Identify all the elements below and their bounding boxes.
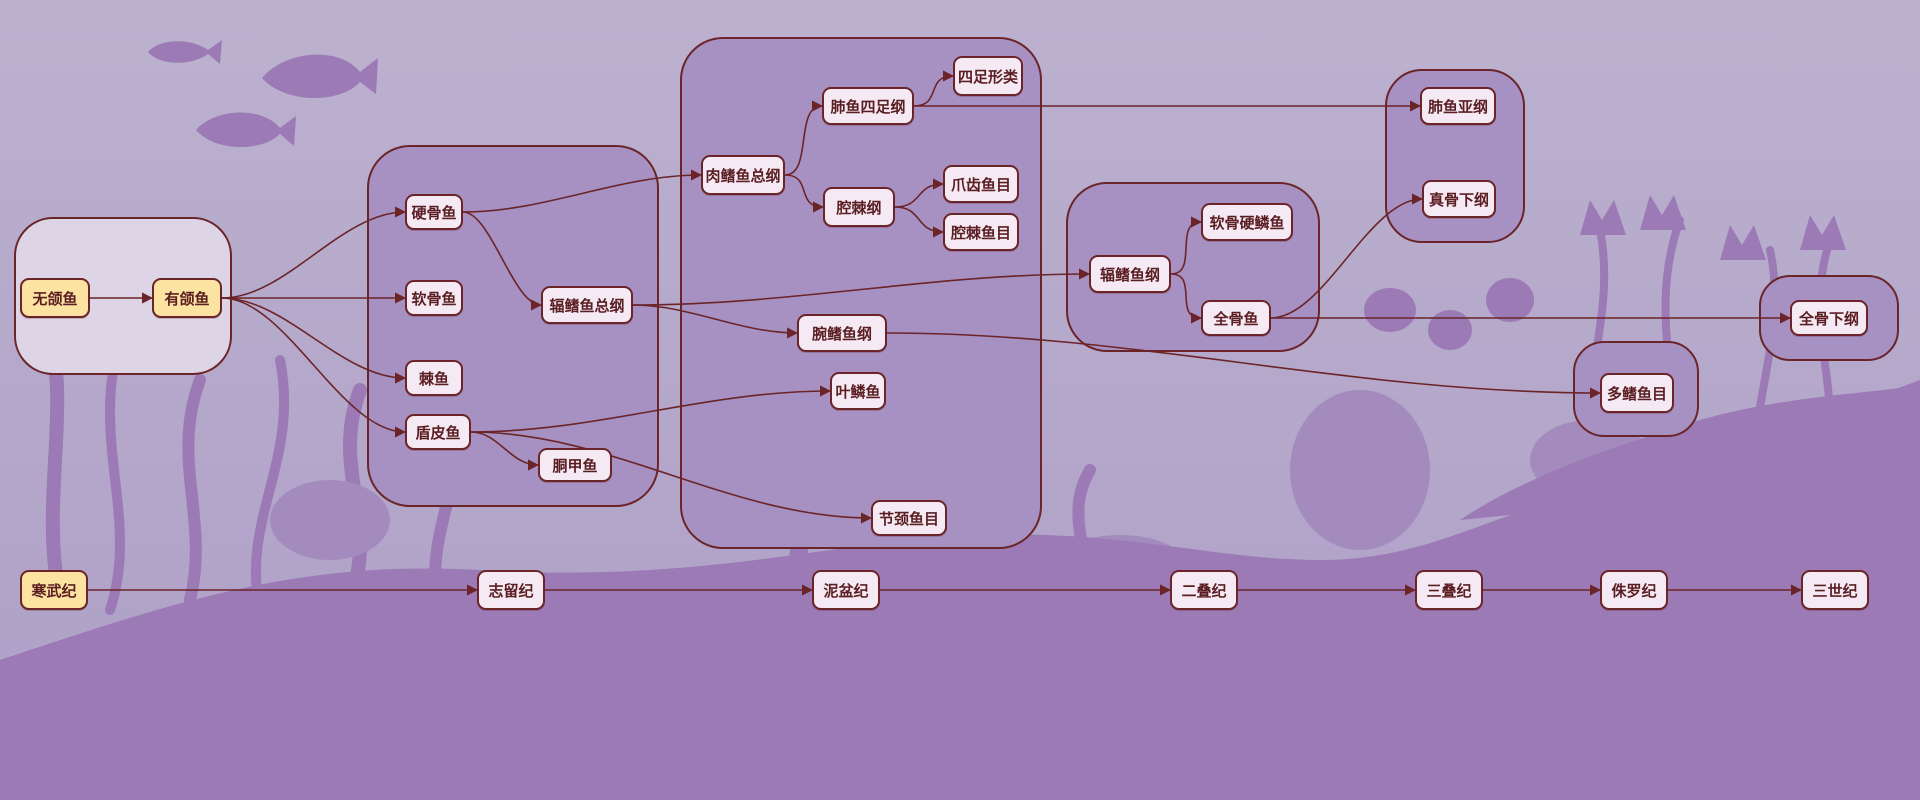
group-jawless-jawed (14, 217, 232, 375)
fish-icon (148, 40, 378, 148)
taxon-node-ruangu_yinglin: 软骨硬鳞鱼 (1201, 203, 1293, 241)
edge-youhe-to-dunpi (221, 297, 407, 438)
edge-youhe-to-yinggu (221, 206, 407, 299)
edge-qiangji_gang-to-zhuachi (894, 178, 945, 208)
taxon-node-yinggu: 硬骨鱼 (405, 194, 463, 230)
taxon-node-zhuachi: 爪齿鱼目 (943, 165, 1019, 203)
taxon-node-quangu_xia: 全骨下纲 (1790, 300, 1868, 336)
taxon-node-rouqi: 肉鳍鱼总纲 (701, 155, 785, 195)
taxon-node-ruangu: 软骨鱼 (405, 280, 463, 316)
taxon-node-youhe: 有颌鱼 (152, 278, 222, 318)
taxon-node-quangu: 全骨鱼 (1201, 300, 1271, 336)
taxon-node-zhengu: 真骨下纲 (1422, 180, 1496, 218)
taxon-node-duoqi: 多鳍鱼目 (1600, 373, 1674, 413)
period-node-sanshi: 三世纪 (1801, 570, 1869, 610)
taxon-node-tiaoqi_gang: 辐鳍鱼纲 (1089, 255, 1171, 293)
period-node-zhiliu: 志留纪 (477, 570, 545, 610)
period-node-sandie: 三叠纪 (1415, 570, 1483, 610)
edge-yinggu-to-tiaoqi_zong (462, 211, 543, 311)
edge-dunpi-to-tongjia (470, 431, 540, 471)
edge-feiyu_sizu-to-sizu (913, 70, 955, 107)
taxon-node-wuhe: 无颌鱼 (20, 278, 90, 318)
taxon-node-jiyu: 棘鱼 (405, 360, 463, 396)
edge-dunpi-to-jieying (470, 431, 873, 524)
taxon-node-qiangji_mu: 腔棘鱼目 (943, 213, 1019, 251)
edge-tiaoqi_zong-to-wanqi (632, 304, 799, 339)
period-node-hanwu: 寒武纪 (20, 570, 88, 610)
period-node-erdie: 二叠纪 (1170, 570, 1238, 610)
edge-tiaoqi_zong-to-tiaoqi_gang (632, 268, 1091, 306)
taxon-node-jieying: 节颈鱼目 (871, 500, 947, 536)
edge-dunpi-to-yelin (470, 385, 832, 433)
edge-wanqi-to-duoqi (886, 332, 1602, 399)
tulip-icon (1364, 195, 1846, 350)
edge-youhe-to-jiyu (221, 297, 407, 384)
taxon-node-dunpi: 盾皮鱼 (405, 414, 471, 450)
edge-rouqi-to-qiangji_gang (784, 174, 825, 213)
taxon-node-tongjia: 胴甲鱼 (538, 448, 612, 482)
taxon-node-yelin: 叶鳞鱼 (830, 372, 886, 410)
taxon-node-sizu: 四足形类 (953, 56, 1023, 96)
edge-quangu-to-zhengu (1270, 193, 1424, 319)
period-node-zhuluo: 侏罗纪 (1600, 570, 1668, 610)
edge-tiaoqi_gang-to-quangu (1170, 273, 1203, 324)
taxon-node-feiyu_sizu: 肺鱼四足纲 (822, 87, 914, 125)
edge-qiangji_gang-to-qiangji_mu (894, 206, 945, 238)
edge-tiaoqi_gang-to-ruangu_yinglin (1170, 216, 1203, 275)
period-node-nipen: 泥盆纪 (812, 570, 880, 610)
taxon-node-wanqi: 腕鳍鱼纲 (797, 314, 887, 352)
taxon-node-tiaoqi_zong: 辐鳍鱼总纲 (541, 286, 633, 324)
taxon-node-feiyu_ya: 肺鱼亚纲 (1420, 87, 1496, 125)
edge-rouqi-to-feiyu_sizu (784, 100, 824, 176)
edge-yinggu-to-rouqi (462, 169, 703, 213)
taxon-node-qiangji_gang: 腔棘纲 (823, 187, 895, 227)
